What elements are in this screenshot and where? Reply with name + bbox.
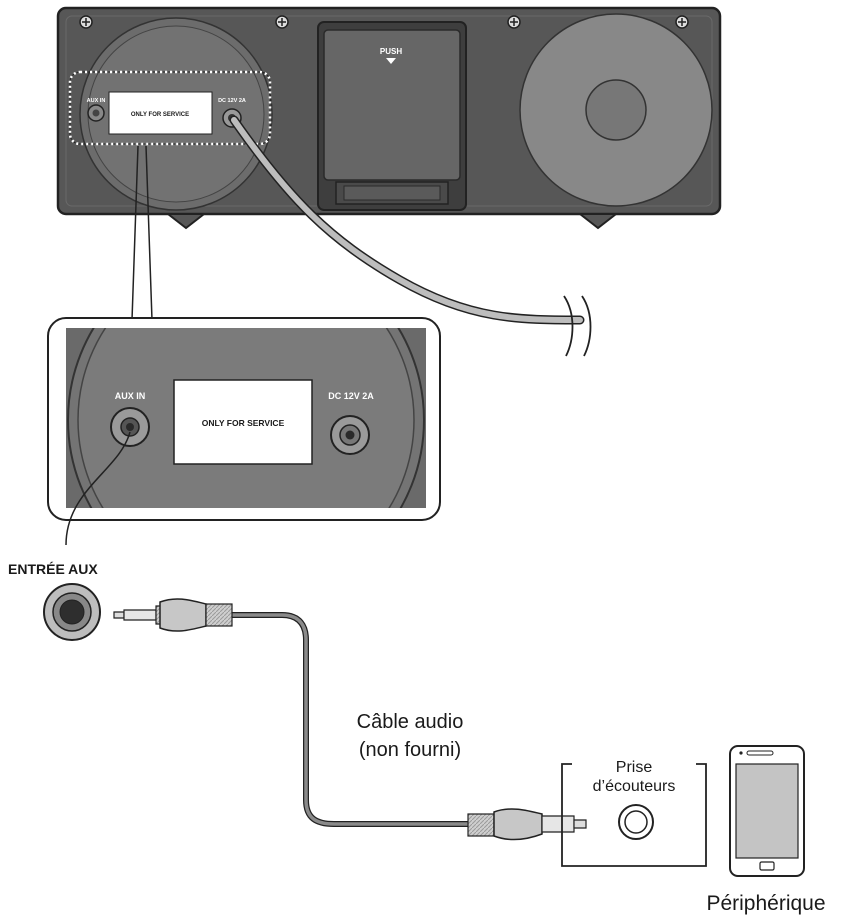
device-rear-panel: AUX IN ONLY FOR SERVICE DC 12V 2A PUSH (56, 6, 722, 357)
aux-jack-enlarged-icon (43, 583, 101, 641)
entree-aux-label: ENTRÉE AUX (8, 561, 98, 577)
headphone-jack-box: Prise d’écouteurs (561, 759, 707, 867)
audio-cable (113, 598, 587, 841)
dc-label: DC 12V 2A (328, 391, 374, 401)
cable-label-line2: (non fourni) (359, 739, 461, 761)
left-audio-plug-icon (113, 598, 233, 632)
prise-label-line2: d’écouteurs (593, 778, 676, 795)
screw-icon (275, 15, 289, 29)
speaker-icon (519, 13, 713, 207)
dc-small-label: DC 12V 2A (218, 98, 246, 104)
screw-icon (675, 15, 689, 29)
smartphone-icon (729, 745, 805, 877)
detail-zoom-panel: AUX IN ONLY FOR SERVICE DC 12V 2A (47, 317, 441, 521)
right-audio-plug-icon (467, 808, 587, 841)
service-small-label: ONLY FOR SERVICE (131, 112, 189, 118)
service-label: ONLY FOR SERVICE (202, 418, 285, 428)
push-label: PUSH (380, 47, 402, 56)
peripherique-label: Périphérique (706, 892, 825, 915)
push-arrow-icon (386, 58, 396, 64)
prise-label-line1: Prise (616, 759, 653, 776)
aux-in-small-label: AUX IN (87, 98, 106, 104)
screw-icon (79, 15, 93, 29)
screw-icon (507, 15, 521, 29)
cable-label-line1: Câble audio (357, 711, 464, 733)
aux-in-label: AUX IN (115, 391, 146, 401)
